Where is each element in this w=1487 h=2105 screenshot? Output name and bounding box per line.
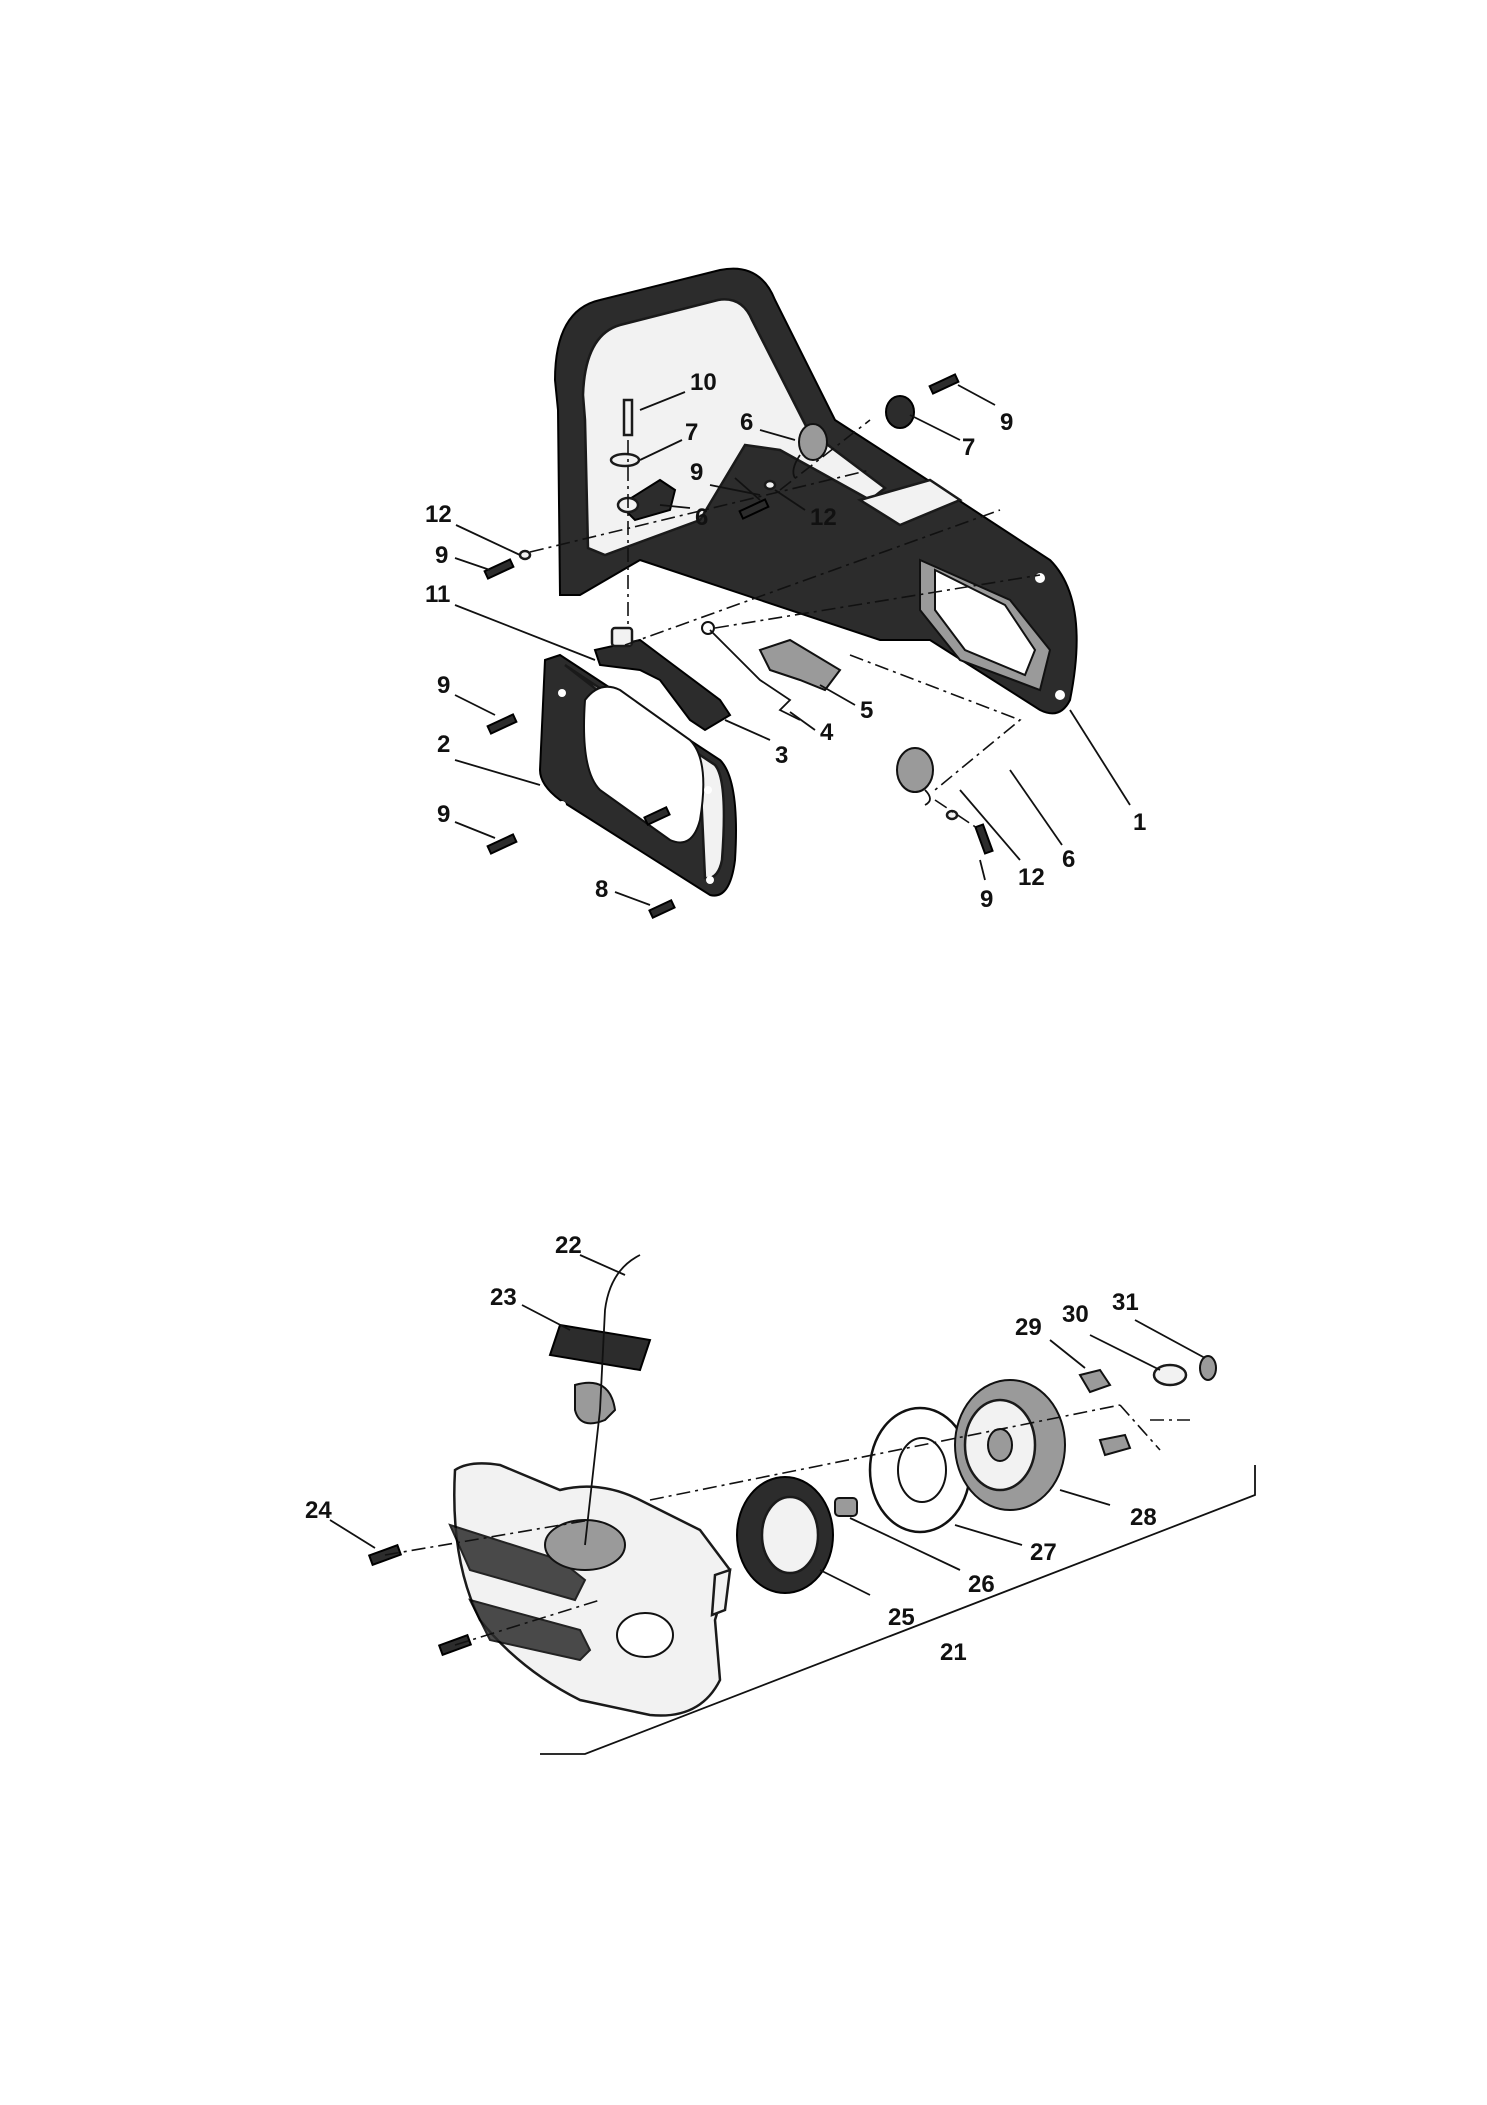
callout-6-left: 6 xyxy=(695,504,708,531)
anti-vibration-spring-left xyxy=(616,478,677,522)
bracket-part xyxy=(758,638,842,692)
screw-part-8 xyxy=(648,898,676,920)
lower-callouts: 22 23 24 25 21 26 27 28 29 30 31 xyxy=(305,1232,1157,1666)
upper-center-lines xyxy=(529,419,1041,831)
callout-24: 24 xyxy=(305,1497,332,1524)
upper-assembly: 10 7 6 9 7 9 12 6 12 9 11 9 2 9 8 3 4 5 … xyxy=(425,267,1146,920)
pawl-holder-part xyxy=(1152,1363,1188,1387)
spacer-part xyxy=(834,1497,858,1517)
rope-pulley-part xyxy=(736,1476,834,1594)
callout-3: 3 xyxy=(775,742,788,769)
hand-guard-frame-part xyxy=(553,267,1078,715)
callout-12-mid: 12 xyxy=(810,504,837,531)
callout-9-mid: 9 xyxy=(690,459,703,486)
upper-leader-lines xyxy=(454,384,1131,906)
washer-ring-part xyxy=(868,1406,972,1534)
callout-9-left-low: 9 xyxy=(437,801,450,828)
pawl-part xyxy=(1078,1368,1112,1394)
callout-2: 2 xyxy=(437,731,450,758)
callout-4: 4 xyxy=(820,719,834,746)
clip-part xyxy=(1199,1355,1217,1381)
starter-grip-part xyxy=(548,1323,652,1425)
callout-22: 22 xyxy=(555,1232,582,1259)
callout-27: 27 xyxy=(1030,1539,1057,1566)
lower-assembly: 22 23 24 25 21 26 27 28 29 30 31 xyxy=(305,1232,1256,1755)
callout-31: 31 xyxy=(1112,1289,1139,1316)
callout-30: 30 xyxy=(1062,1301,1089,1328)
nut-part xyxy=(610,626,634,648)
callout-29: 29 xyxy=(1015,1314,1042,1341)
upper-callouts: 10 7 6 9 7 9 12 6 12 9 11 9 2 9 8 3 4 5 … xyxy=(425,369,1146,913)
callout-6-lower: 6 xyxy=(1062,846,1075,873)
callout-26: 26 xyxy=(968,1571,995,1598)
pawl-lower-part xyxy=(1098,1433,1132,1457)
callout-6-upper: 6 xyxy=(740,409,753,436)
callout-25: 25 xyxy=(888,1604,915,1631)
callout-10: 10 xyxy=(690,369,717,396)
callout-11: 11 xyxy=(425,581,450,608)
washer-12-mid xyxy=(763,479,777,491)
washer-12-left xyxy=(518,549,532,561)
callout-21: 21 xyxy=(940,1639,967,1666)
brake-lever-part xyxy=(593,638,732,732)
wire-spring-part xyxy=(709,629,801,721)
callout-28: 28 xyxy=(1130,1504,1157,1531)
callout-8: 8 xyxy=(595,876,608,903)
lower-leader-lines xyxy=(329,1254,1256,1755)
callout-9-lower: 9 xyxy=(980,886,993,913)
anti-vibration-spring-upper xyxy=(792,423,828,479)
callout-7-upper: 7 xyxy=(685,419,698,446)
callout-23: 23 xyxy=(490,1284,517,1311)
screws-part-9 xyxy=(483,373,994,855)
washer-right xyxy=(885,395,915,429)
bolt-part xyxy=(622,398,634,437)
callout-1: 1 xyxy=(1133,809,1146,836)
callout-7-right: 7 xyxy=(962,434,975,461)
assembly-21-bracket xyxy=(540,1465,1256,1755)
callout-12-left: 12 xyxy=(425,501,452,528)
side-cover-plate-part xyxy=(538,653,737,897)
callout-12-lower: 12 xyxy=(1018,864,1045,891)
callout-9-right: 9 xyxy=(1000,409,1013,436)
washer-upper xyxy=(609,452,641,468)
lower-center-lines xyxy=(384,1404,1190,1646)
starter-rope-part xyxy=(584,1254,641,1546)
anti-vibration-spring-lower xyxy=(896,747,934,806)
rewind-spring-part xyxy=(954,1379,1066,1511)
callout-9-left-mid: 9 xyxy=(437,672,450,699)
callout-5: 5 xyxy=(860,697,873,724)
callout-9-left-top: 9 xyxy=(435,542,448,569)
